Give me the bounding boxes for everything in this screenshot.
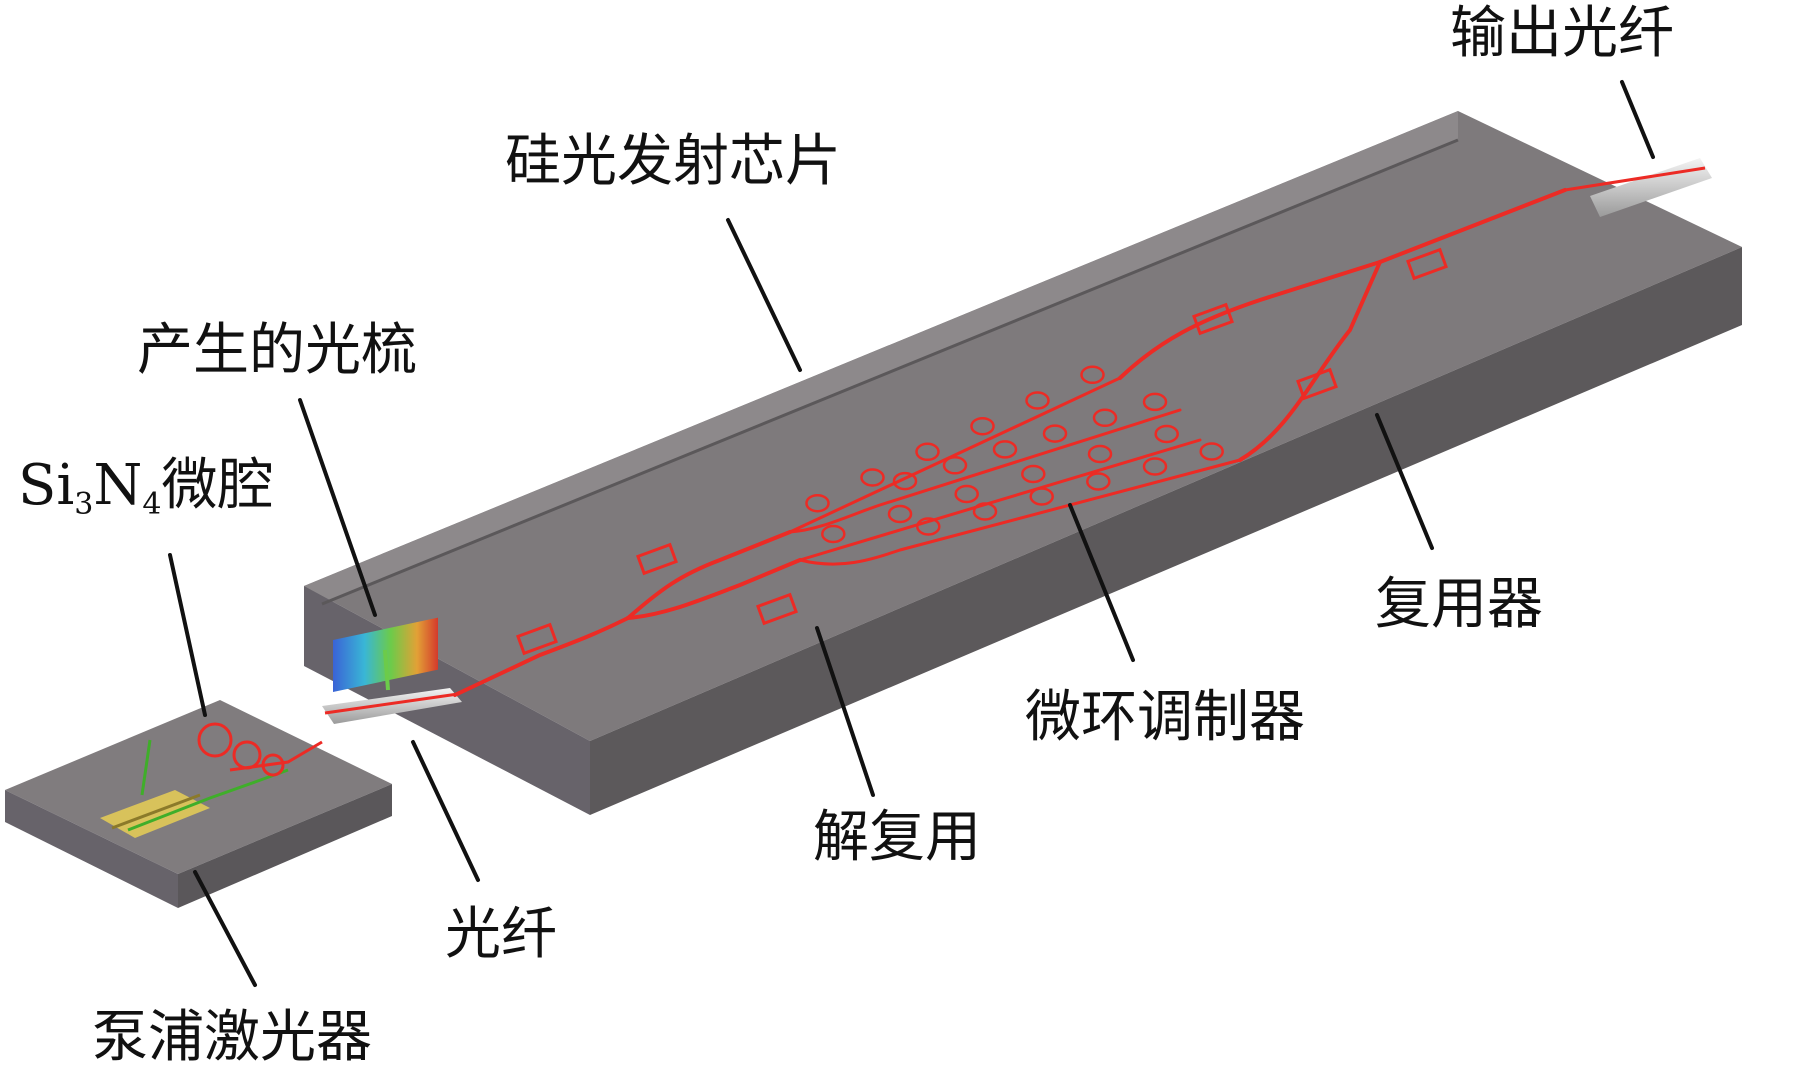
label-fiber: 光纤: [445, 902, 557, 967]
microcavity-bus: [229, 740, 323, 772]
chip-side-face: [590, 247, 1742, 815]
label-microcavity-suffix: 微腔: [161, 453, 274, 518]
optical-comb: [333, 617, 438, 692]
demux-box: [636, 542, 678, 576]
microring-modulator-ring: [1029, 487, 1054, 506]
microring-modulator-ring: [1086, 472, 1111, 491]
leader-demux: [815, 626, 875, 797]
leader-modulator: [1068, 503, 1135, 662]
output-fiber-core: [1564, 166, 1706, 192]
leader-microcavity: [168, 553, 207, 717]
label-microcavity-n: N: [93, 453, 143, 518]
label-microcavity-sub3: 3: [74, 487, 94, 522]
demux-box: [516, 622, 558, 656]
leader-fiber: [411, 740, 480, 882]
label-output-fiber: 输出光纤: [1450, 1, 1674, 66]
mux-box: [1406, 247, 1448, 281]
coupling-fiber: [322, 688, 462, 724]
microring-modulator-ring: [942, 456, 968, 475]
microring-modulator-ring: [916, 517, 941, 536]
waveguide-network: [453, 188, 1567, 697]
label-microcavity-sub4: 4: [142, 487, 162, 522]
pump-chip-front: [5, 790, 178, 908]
microring-modulator-ring: [954, 484, 979, 504]
leader-pump-laser: [193, 870, 257, 987]
microring-modulator-ring: [805, 493, 830, 513]
leader-comb: [298, 398, 377, 617]
label-microring-modulator: 微环调制器: [1025, 685, 1305, 750]
demux-upper-branch: [626, 530, 792, 620]
ring-row-2: [788, 408, 1182, 534]
label-si-emitter-chip: 硅光发射芯片: [505, 129, 841, 194]
microring-modulator-ring: [1142, 457, 1168, 476]
leader-lines: [168, 80, 1655, 987]
label-microcavity: Si3N4微腔: [18, 458, 273, 520]
microring-modulator-ring: [1042, 424, 1068, 443]
microring-modulator-ring: [992, 440, 1018, 459]
label-generated-comb: 产生的光梳: [137, 318, 417, 383]
microcavity-ring: [197, 722, 233, 758]
microring-array: [805, 365, 1224, 544]
microring-modulator-ring: [860, 468, 885, 487]
microring-modulator-ring: [821, 524, 846, 544]
microring-modulator-ring: [1154, 424, 1179, 444]
microring-modulator-ring: [1025, 391, 1050, 410]
microring-modulator-ring: [970, 416, 995, 436]
microring-modulator-ring: [1092, 408, 1118, 428]
mux-lower-branch: [1238, 260, 1382, 462]
leader-si-chip: [726, 218, 802, 372]
microring-modulator-ring: [1021, 464, 1046, 484]
label-pump-laser: 泵浦激光器: [92, 1005, 372, 1070]
microring-modulator-ring: [1080, 365, 1105, 385]
microring-modulator-ring: [887, 504, 913, 524]
input-trunk: [453, 616, 630, 697]
microring-modulator-ring: [972, 502, 998, 521]
silicon-chip: [304, 111, 1742, 815]
demux-lower-branch: [626, 558, 802, 620]
microring-modulator-ring: [1142, 392, 1168, 412]
pump-green-vertical: [140, 739, 152, 796]
ring-row-1: [788, 376, 1122, 534]
output-fiber: [1564, 158, 1712, 217]
mux-upper-branch: [1118, 260, 1382, 380]
label-microcavity-si: Si: [18, 453, 75, 518]
mux-box: [1296, 367, 1338, 401]
microring-modulator-ring: [915, 442, 940, 462]
chip-top-face: [304, 111, 1742, 741]
ring-row-3: [798, 438, 1202, 562]
pump-chip-side: [178, 784, 392, 908]
mux-box: [1192, 302, 1234, 336]
microring-modulator-ring: [1087, 444, 1113, 464]
output-trunk: [1378, 188, 1567, 264]
pump-chip: [5, 700, 392, 908]
label-multiplexer: 复用器: [1375, 572, 1543, 637]
leader-output-fiber: [1620, 80, 1655, 159]
label-demultiplexer: 解复用: [813, 805, 981, 870]
chip-inner-edge: [321, 138, 1459, 606]
ring-row-4: [798, 458, 1242, 566]
chip-back-wall: [304, 111, 1458, 604]
pump-laser-stripe: [111, 793, 201, 830]
microring-modulator-ring: [1199, 442, 1224, 461]
demux-box: [756, 592, 798, 626]
fiber-core: [324, 692, 459, 715]
pump-chip-top: [5, 700, 392, 874]
leader-multiplexer: [1375, 413, 1434, 550]
comb-green-line: [383, 649, 390, 691]
microring-modulator-ring: [892, 471, 918, 491]
